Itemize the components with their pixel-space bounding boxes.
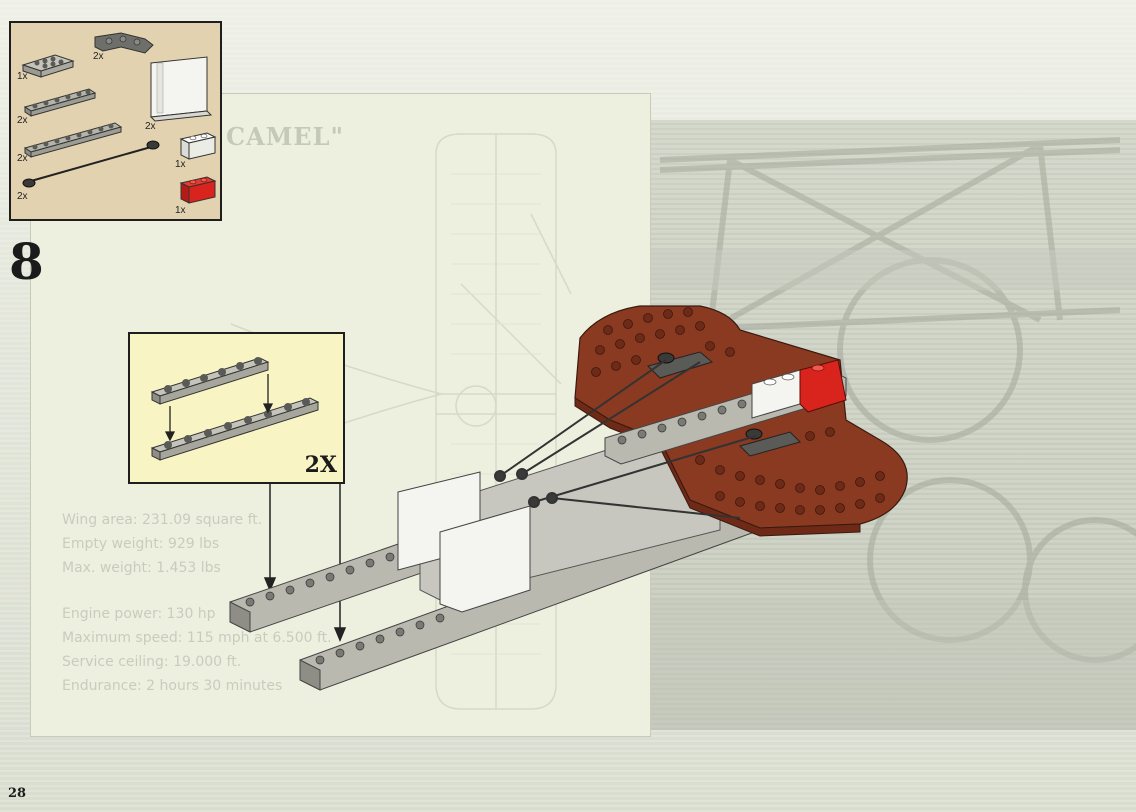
wing-studs	[591, 307, 885, 515]
background-photo	[640, 120, 1136, 730]
sub-arrows	[164, 374, 274, 442]
qty-wing-plate: 2x	[93, 51, 104, 62]
part-plate-1x6	[23, 88, 97, 117]
spec-list: Wing area: 231.09 square ft. Empty weigh…	[62, 508, 362, 698]
qty-white-panel: 2x	[145, 121, 156, 132]
qty-plate-1x6: 2x	[17, 115, 28, 126]
part-plate-1x8	[23, 122, 123, 158]
qty-red-brick: 1x	[175, 205, 186, 216]
qty-plate-2x4: 1x	[17, 71, 28, 82]
qty-string: 2x	[17, 191, 28, 202]
callout-arrows	[263, 484, 347, 642]
spec-max-weight: Max. weight: 1.453 lbs	[62, 560, 221, 576]
subassembly-illustration	[150, 357, 320, 461]
tail-bricks	[751, 359, 847, 419]
spec-empty-weight: Empty weight: 929 lbs	[62, 536, 220, 552]
part-wing-plate	[94, 32, 154, 54]
part-red-brick	[179, 176, 217, 204]
sub-upper-plate	[150, 357, 270, 405]
subassembly-multiplier: 2X	[304, 452, 337, 478]
spec-engine-power: Engine power: 130 hp	[62, 606, 216, 622]
spec-endurance: Endurance: 2 hours 30 minutes	[62, 678, 283, 694]
spec-max-speed: Maximum speed: 115 mph at 6.500 ft.	[62, 630, 332, 646]
spec-service-ceiling: Service ceiling: 19.000 ft.	[62, 654, 242, 670]
sub-lower-plate	[150, 397, 320, 461]
page-number: 28	[8, 786, 27, 801]
spec-wing-area: Wing area: 231.09 square ft.	[62, 512, 263, 528]
part-white-panel	[149, 56, 213, 122]
gun-parts	[647, 351, 801, 457]
rigging-strings	[494, 359, 757, 519]
white-panels	[397, 471, 531, 613]
part-plate-2x4	[21, 54, 75, 78]
part-white-brick	[179, 132, 217, 160]
step-number: 8	[9, 232, 44, 291]
parts-illustration	[21, 32, 217, 204]
qty-white-brick: 1x	[175, 159, 186, 170]
beam-studs	[245, 552, 445, 665]
background-biplane-illustration	[640, 137, 1136, 730]
subassembly-box: 2X	[128, 332, 345, 484]
background-title: CAMEL"	[226, 122, 344, 151]
parts-list-box: 2x 1x 2x 2x 2x 2x 1x 1x	[9, 21, 222, 221]
part-string	[22, 140, 160, 188]
qty-plate-1x8: 2x	[17, 153, 28, 164]
